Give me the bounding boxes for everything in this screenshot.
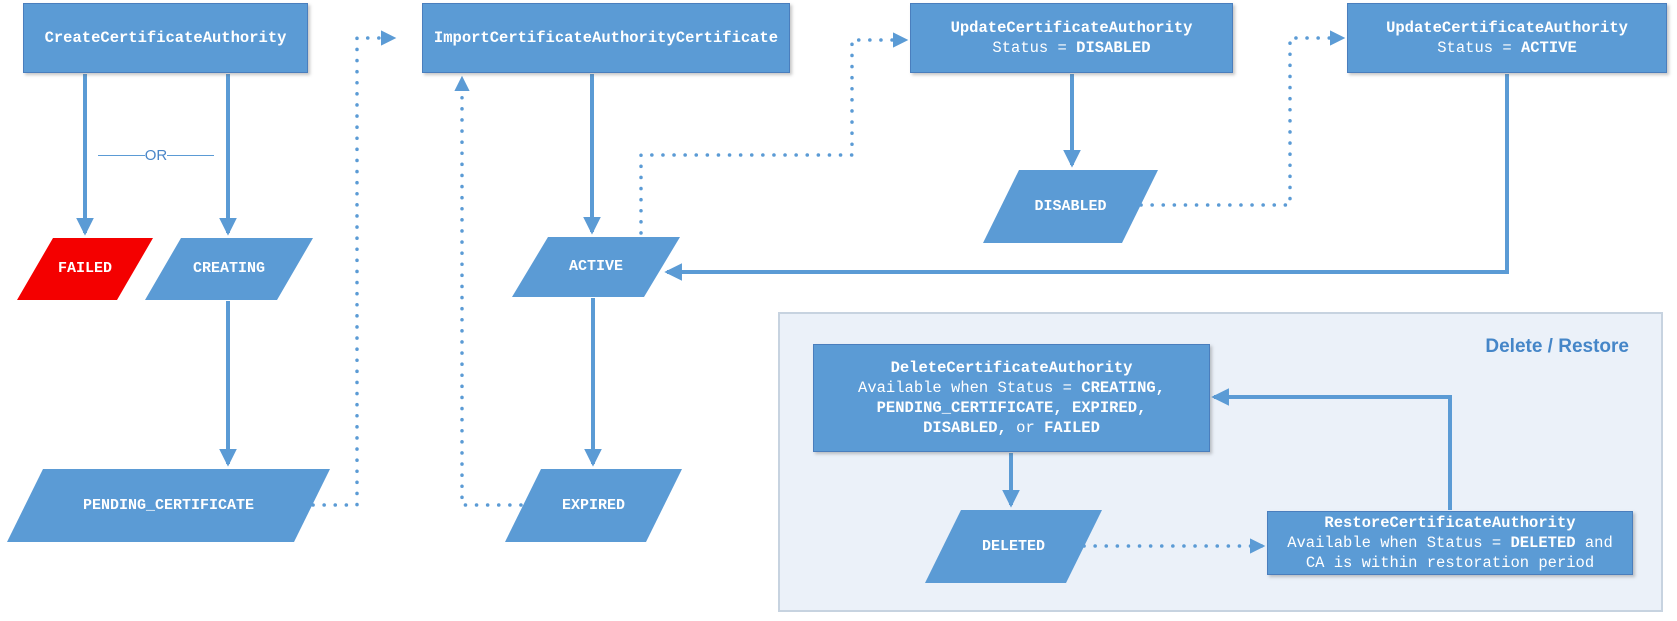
edge-expired-to-import	[454, 75, 523, 507]
node-text-line: ImportCertificateAuthorityCertificate	[433, 29, 779, 47]
node-text-line: Status = ACTIVE	[1437, 39, 1577, 57]
delete-restore-group-title: Delete / Restore	[1485, 336, 1629, 357]
edge-update-active-to-active	[664, 74, 1509, 281]
node-text-line: CA is within restoration period	[1305, 554, 1595, 572]
or-divider-line-left	[98, 154, 145, 156]
edge-active-to-update-disabled	[639, 32, 909, 235]
node-text-line: EXPIRED	[561, 496, 625, 514]
or-label: OR	[144, 146, 168, 164]
node-text-line: ACTIVE	[568, 258, 623, 275]
import-certificate-authority-certificate-box: ImportCertificateAuthorityCertificate	[422, 3, 790, 73]
node-text-line: Available when Status = DELETED and	[1287, 534, 1613, 552]
node-text-line: DELETED	[981, 537, 1045, 555]
node-text-line: RestoreCertificateAuthority	[1324, 514, 1576, 532]
node-text-line: CREATING	[192, 260, 265, 277]
node-text-line: CreateCertificateAuthority	[44, 29, 287, 47]
node-text-line: Status = DISABLED	[992, 39, 1151, 57]
node-text-line: DISABLED, or FAILED	[923, 419, 1100, 437]
node-text-line: PENDING_CERTIFICATE	[82, 496, 255, 514]
node-text-line: UpdateCertificateAuthority	[950, 19, 1193, 37]
node-text-line: UpdateCertificateAuthority	[1386, 19, 1628, 37]
edge-disabled-to-update-active	[1139, 30, 1346, 207]
edge-restore-to-delete	[1211, 388, 1452, 510]
create-certificate-authority-box: CreateCertificateAuthority	[23, 3, 308, 73]
or-label-container: OR	[98, 145, 214, 165]
or-divider-line-right	[167, 154, 214, 156]
node-text-line: DeleteCertificateAuthority	[890, 359, 1133, 377]
state-pending-certificate: PENDING_CERTIFICATE	[7, 469, 330, 542]
node-text-line: FAILED	[57, 260, 112, 277]
node-text-line: Available when Status = CREATING,	[858, 379, 1165, 397]
node-text-line: DISABLED	[1034, 197, 1107, 215]
node-text-line: PENDING_CERTIFICATE, EXPIRED,	[876, 399, 1147, 417]
edge-pending-to-import	[311, 30, 397, 507]
